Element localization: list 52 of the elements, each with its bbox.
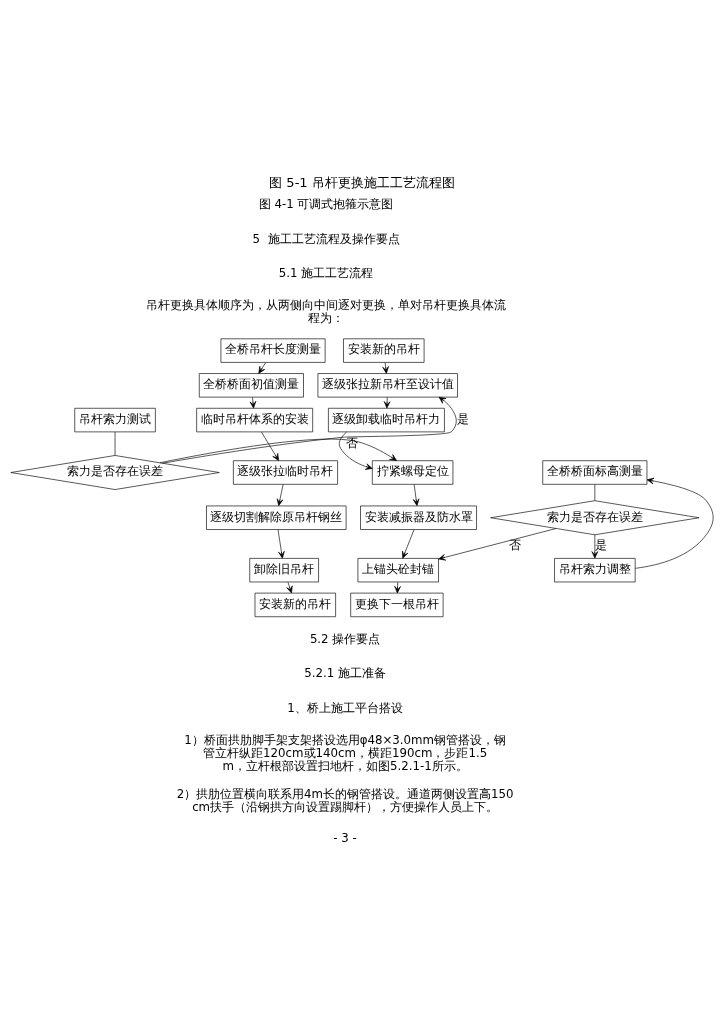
node-diamond: 索力是否存在误差 (10, 454, 220, 490)
label: 1）桥面拱肋脚手架支架搭设选用φ48×3.0mm钢管搭设，钢管立杆纵距120cm或140cm，横距190cm，步距1.5m，立杆根部设置扫地杆，如图5.2.1-1所示。 (184, 731, 507, 773)
node-box: 全桥吊杆长度测量 (220, 337, 326, 363)
arrow (162, 396, 457, 464)
label: 5.2.1 施工准备 (304, 665, 386, 680)
label: 5.1 施工工艺流程 (278, 265, 374, 280)
label: - 3 - (333, 830, 357, 845)
node-box: 安装减振器及防水罩 (360, 505, 477, 530)
arrow (276, 483, 284, 506)
caption: 图 5-1 吊杆更换施工工艺流程图 (269, 174, 455, 190)
arrow (249, 396, 257, 408)
arrow (382, 361, 389, 374)
node-box: 吊杆索力调整 (554, 557, 636, 582)
node-box: 拧紧螺母定位 (372, 459, 454, 485)
arrow (338, 431, 373, 470)
label: 吊杆更换具体顺序为，从两侧向中间逐对更换，单对吊杆更换具体流程为： (146, 297, 507, 325)
node-box: 逐级张拉新吊杆至设计值 (317, 372, 458, 397)
arrow (591, 534, 599, 558)
node-diamond: 索力是否存在误差 (490, 499, 700, 535)
arrow (286, 581, 293, 593)
arrow (635, 477, 714, 569)
edge-label: 是 (595, 537, 608, 552)
edge-label: 是 (456, 411, 469, 426)
node-box: 安装新的吊杆 (343, 337, 425, 363)
node-box: 上锚头砼封锚 (357, 557, 439, 582)
arrow (383, 396, 391, 408)
arrow (412, 483, 420, 506)
arrow (159, 438, 397, 463)
arrow (394, 581, 401, 593)
label: 5 施工工艺流程及操作要点 (252, 231, 400, 246)
node-box: 逐级切割解除原吊杆钢丝 (206, 505, 347, 530)
edge-label: 否 (508, 537, 521, 552)
connector (114, 431, 116, 456)
node-box: 临时吊杆体系的安装 (196, 407, 313, 432)
node-box: 安装新的吊杆 (254, 592, 336, 617)
node-box: 逐级张拉临时吊杆 (233, 459, 338, 485)
node-box: 全桥桥面标高测量 (542, 459, 648, 485)
label: 图 4-1 可调式抱箍示意图 (258, 196, 394, 211)
node-box: 更换下一根吊杆 (350, 592, 444, 617)
label: 1、桥上施工平台搭设 (287, 700, 403, 715)
label: 5.2 操作要点 (309, 631, 381, 646)
arrow (261, 431, 279, 461)
node-box: 卸除旧吊杆 (249, 557, 319, 582)
node-box: 吊杆索力测试 (74, 407, 156, 432)
arrow (402, 528, 415, 559)
node-box: 全桥桥面初值测量 (198, 372, 304, 397)
label: 2）拱肋位置横向联系用4m长的钢管搭设。通道两侧设置高150cm扶手（沿钢拱方向设置踢脚杆），方便操作人员上下。 (176, 786, 514, 814)
node-box: 逐级卸载临时吊杆力 (328, 407, 445, 432)
arrow (258, 361, 267, 374)
arrow (438, 527, 557, 561)
edge-label: 否 (345, 435, 358, 450)
arrow (277, 528, 285, 559)
